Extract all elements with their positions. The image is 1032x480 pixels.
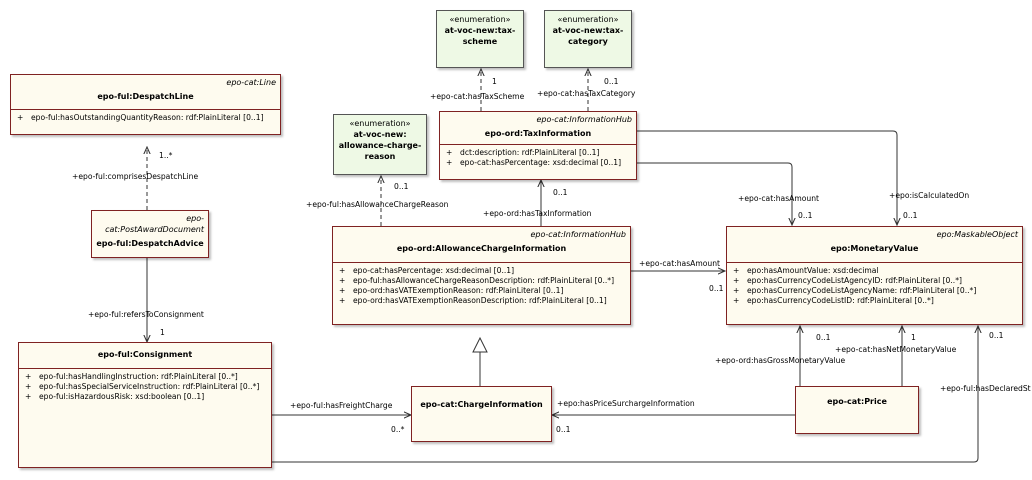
mult-net: 1: [911, 333, 916, 342]
attribute-row: +epo:hasAmountValue: xsd:decimal: [733, 266, 879, 275]
attribute-row: +dct:description: rdf:PlainLiteral [0..1…: [446, 148, 600, 157]
stereotype: epo-cat:InformationHub: [530, 230, 626, 239]
class-despatch-line[interactable]: epo-cat:Line epo-ful:DespatchLine +epo-f…: [10, 74, 281, 135]
mult-tax-has-amount: 0..1: [798, 211, 813, 220]
label-tax-has-amount: +epo-cat:hasAmount: [738, 194, 820, 203]
label-has-tax-category: +epo-cat:hasTaxCategory: [537, 89, 636, 98]
class-price[interactable]: epo-cat:Price: [795, 386, 919, 434]
label-refers-to-consignment: +epo-ful:refersToConsignment: [88, 310, 204, 319]
class-despatch-advice[interactable]: epo-cat:PostAwardDocument epo-ful:Despat…: [91, 210, 209, 258]
stereotype: epo-cat:Line: [226, 78, 276, 87]
label-has-tax-scheme: +epo-cat:hasTaxScheme: [430, 92, 525, 101]
label-has-allowance-charge-reason: +epo-ful:hasAllowanceChargeReason: [306, 200, 449, 209]
mult-tax-category: 0..1: [604, 77, 619, 86]
class-name: epo-ord:TaxInformation: [484, 129, 592, 138]
attribute-row: +epo-cat:hasPercentage: xsd:decimal [0..…: [446, 158, 622, 167]
mult-has-amount: 0..1: [709, 284, 724, 293]
generalization-triangle: [472, 336, 488, 353]
mult-refers: 1: [160, 328, 165, 337]
label-has-net-monetary-value: +epo-cat:hasNetMonetaryValue: [835, 345, 957, 354]
class-allowance-charge-information[interactable]: epo-cat:InformationHub epo-ord:Allowance…: [332, 226, 631, 325]
class-name: epo-cat:ChargeInformation: [420, 400, 543, 409]
label-is-calculated-on: +epo:isCalculatedOn: [889, 191, 970, 200]
label-comprises-despatch-line: +epo-ful:comprisesDespatchLine: [72, 172, 199, 181]
stereotype: «enumeration»: [557, 15, 619, 24]
label-has-tax-information: +epo-ord:hasTaxInformation: [483, 209, 592, 218]
class-name: epo:MonetaryValue: [830, 244, 919, 253]
attribute-row: +epo:hasCurrencyCodeListID: rdf:PlainLit…: [733, 296, 934, 305]
stereotype: epo-cat:PostAwardDocument: [105, 214, 204, 234]
class-monetary-value[interactable]: epo:MaskableObject epo:MonetaryValue +ep…: [726, 226, 1023, 325]
attribute-row: +epo-ful:hasHandlingInstruction: rdf:Pla…: [25, 372, 238, 381]
enum-name-line: at-voc-new:: [353, 130, 407, 139]
has-declared-edge: [272, 326, 978, 463]
attribute-row: +epo:hasCurrencyCodeListAgencyID: rdf:Pl…: [733, 276, 962, 285]
enum-tax-scheme[interactable]: «enumeration» at-voc-new:tax- scheme: [436, 10, 524, 68]
label-has-declared: +epo-ful:hasDeclaredSt: [940, 384, 1031, 393]
mult-allowance-reason: 0..1: [394, 182, 409, 191]
enum-name-line: reason: [364, 152, 396, 161]
label-has-price-surcharge-information: +epo:hasPriceSurchargeInformation: [557, 399, 695, 408]
attribute-row: +epo-ful:hasAllowanceChargeReasonDescrip…: [339, 276, 615, 285]
label-has-gross-monetary-value: +epo-ord:hasGrossMonetaryValue: [715, 356, 846, 365]
mult-is-calculated-on: 0..1: [903, 211, 918, 220]
class-name: epo-ful:DespatchLine: [97, 92, 194, 101]
mult-comprises: 1..*: [159, 151, 173, 160]
label-has-amount: +epo-cat:hasAmount: [639, 259, 721, 268]
class-name: epo-ord:AllowanceChargeInformation: [396, 244, 567, 253]
attribute-row: +epo-ful:isHazardousRisk: xsd:boolean [0…: [25, 392, 205, 401]
stereotype: «enumeration»: [349, 119, 411, 128]
class-charge-information[interactable]: epo-cat:ChargeInformation: [411, 386, 552, 442]
mult-declared: 0..1: [989, 331, 1004, 340]
mult-freight: 0..*: [391, 425, 405, 434]
class-consignment[interactable]: epo-ful:Consignment +epo-ful:hasHandling…: [18, 342, 272, 468]
enum-allowance-charge-reason[interactable]: «enumeration» at-voc-new: allowance-char…: [333, 114, 427, 175]
enum-name-line: category: [568, 37, 608, 46]
stereotype: epo-cat:InformationHub: [536, 115, 632, 124]
attribute-row: +epo-ord:hasVATExemptionReason: rdf:Plai…: [339, 286, 564, 295]
stereotype: «enumeration»: [449, 15, 511, 24]
stereotype: epo:MaskableObject: [936, 230, 1018, 239]
attribute-row: +epo-cat:hasPercentage: xsd:decimal [0..…: [339, 266, 515, 275]
enum-tax-category[interactable]: «enumeration» at-voc-new:tax- category: [544, 10, 632, 68]
is-calculated-on-edge: [637, 130, 897, 225]
enum-name-line: at-voc-new:tax-: [552, 26, 624, 35]
mult-tax-scheme: 1: [492, 77, 497, 86]
tax-has-amount-edge: [637, 162, 792, 225]
attribute-row: +epo:hasCurrencyCodeListAgencyName: rdf:…: [733, 286, 977, 295]
class-name: epo-ful:DespatchAdvice: [96, 239, 204, 248]
enum-name-line: allowance-charge-: [338, 141, 422, 150]
label-has-freight-charge: +epo-ful:hasFreightCharge: [290, 401, 393, 410]
class-name: epo-cat:Price: [827, 397, 887, 406]
class-tax-information[interactable]: epo-cat:InformationHub epo-ord:TaxInform…: [439, 111, 637, 180]
mult-price-surcharge: 0..1: [556, 425, 571, 434]
attribute-row: +epo-ful:hasSpecialServiceInstruction: r…: [25, 382, 260, 391]
attribute-row: +epo-ful:hasOutstandingQuantityReason: r…: [17, 113, 264, 122]
mult-gross: 0..1: [816, 333, 831, 342]
enum-name-line: at-voc-new:tax-: [444, 26, 516, 35]
attribute-row: +epo-ord:hasVATExemptionReasonDescriptio…: [339, 296, 607, 305]
class-name: epo-ful:Consignment: [97, 350, 193, 359]
enum-name-line: scheme: [462, 37, 498, 46]
mult-tax-information: 0..1: [553, 188, 568, 197]
